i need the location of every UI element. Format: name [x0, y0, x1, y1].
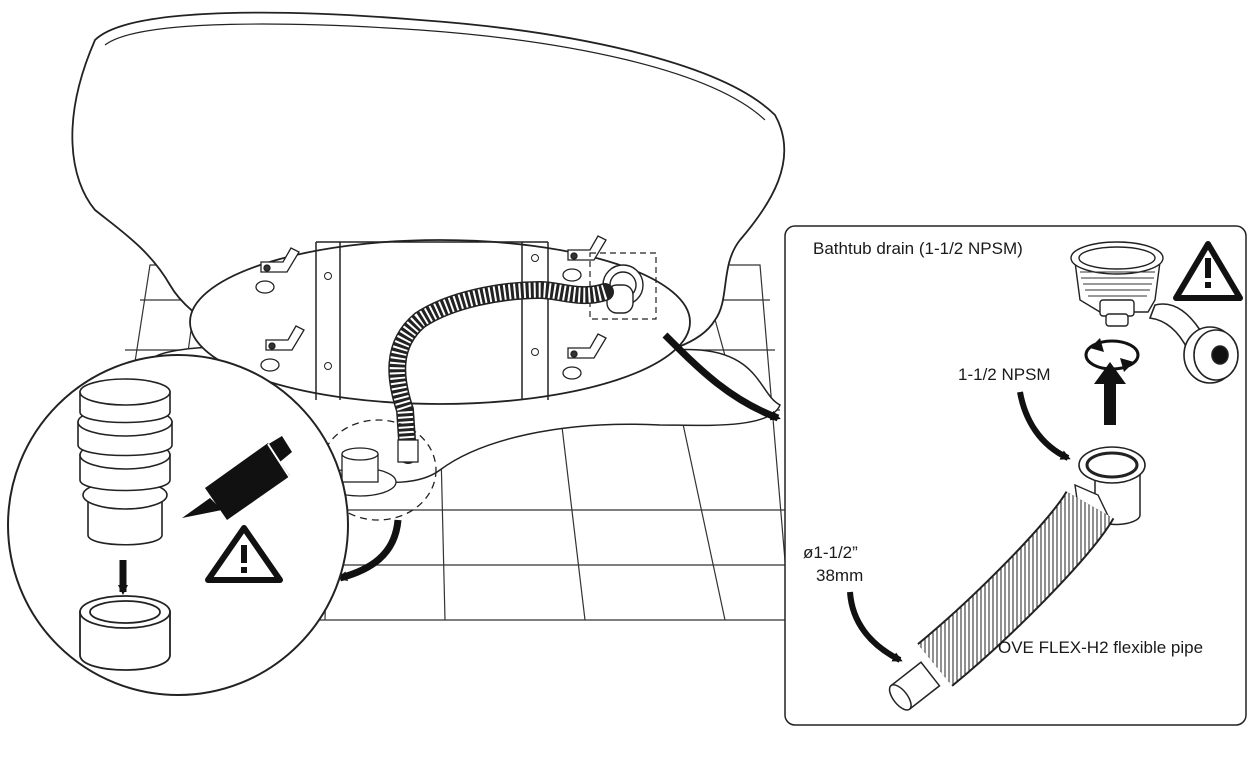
- thread-seal-tape-icon: [1148, 303, 1239, 384]
- arrow-to-panel: [662, 332, 781, 422]
- flex-hose: [388, 280, 614, 464]
- bathtub-drain-part: [1070, 241, 1164, 327]
- tub-feet: [255, 235, 607, 380]
- label-flex-pipe: OVE FLEX-H2 flexible pipe: [998, 638, 1204, 657]
- label-diameter-mm: 38mm: [816, 566, 864, 585]
- warning-triangle-icon-left: [205, 525, 283, 583]
- warning-triangle-icon: [1173, 241, 1243, 301]
- bathtub-bottom: [189, 239, 691, 405]
- sealant-detail: [7, 354, 349, 696]
- detail-panel: [784, 225, 1247, 726]
- frame-bolts: [324, 254, 539, 370]
- arrow-diameter: [847, 591, 903, 663]
- label-bathtub-drain: Bathtub drain (1-1/2 NPSM): [813, 239, 1023, 258]
- sealant-gun-icon: [182, 436, 292, 520]
- label-npsm: 1-1/2 NPSM: [958, 365, 1051, 384]
- flex-pipe-part: [888, 446, 1146, 711]
- arrow-to-detail: [337, 519, 402, 582]
- bathtub-frame: [315, 241, 549, 400]
- bathtub-rim-inner: [104, 23, 766, 121]
- label-diameter: ø1-1/2”: [803, 543, 858, 562]
- arrow-npsm: [1017, 391, 1071, 461]
